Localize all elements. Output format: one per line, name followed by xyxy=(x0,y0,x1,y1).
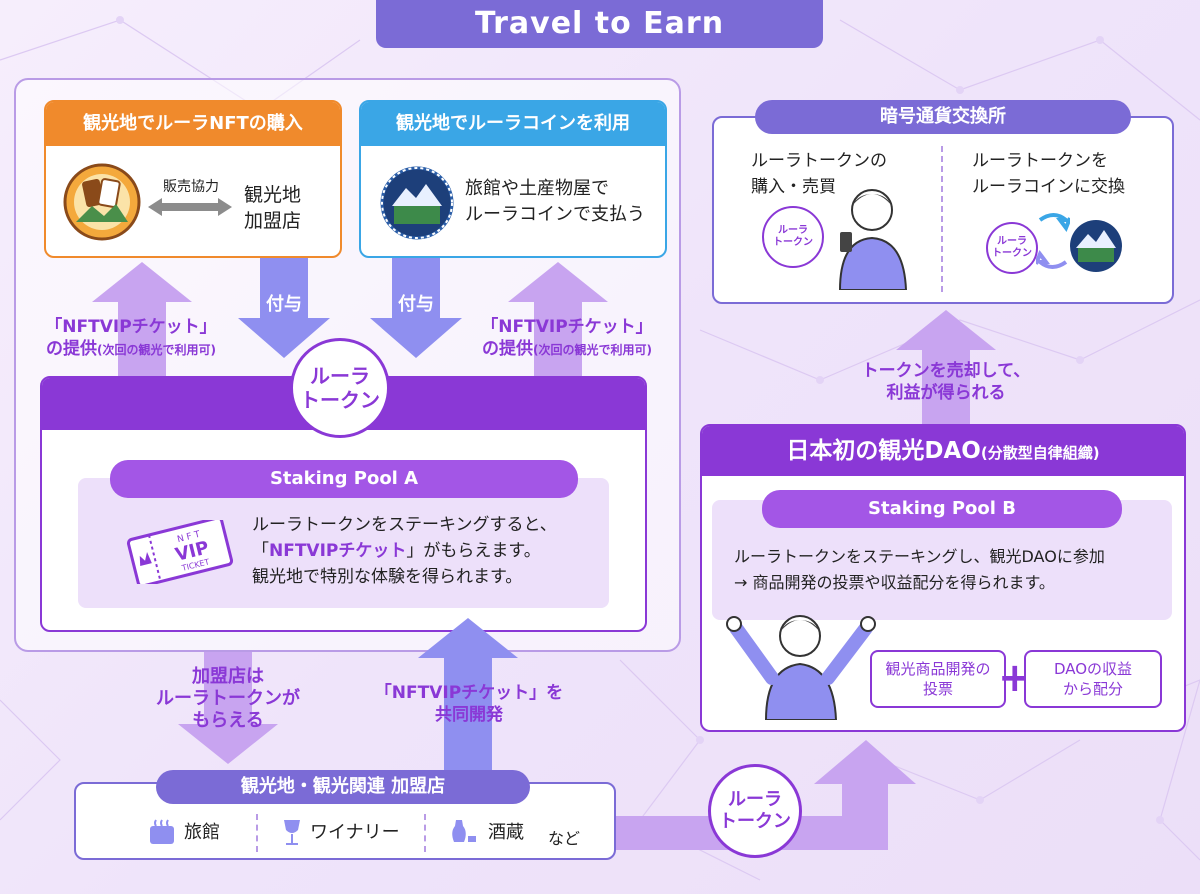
token-badge: ルーラ トークン xyxy=(290,338,390,438)
coin-card-header: 観光地でルーラコインを利用 xyxy=(361,102,665,146)
exchange-bubble: ルーラ トークン xyxy=(762,206,824,268)
exchange-right-text: ルーラトークンを ルーラコインに交換 xyxy=(972,151,1125,197)
coin-usage-text: 旅館や土産物屋で ルーラコインで支払う xyxy=(465,178,645,225)
vip-left-line2: の提供 xyxy=(46,339,97,359)
nft-coin-icon xyxy=(63,163,141,241)
pool-a-label: Staking Pool A xyxy=(110,460,578,498)
token-flow-arrow xyxy=(616,740,916,850)
dao-revenue-box: DAOの収益 から配分 xyxy=(1024,650,1162,708)
exchange-cycle-arrows-icon xyxy=(1036,213,1070,269)
sell-label: トークンを売却して、 利益が得られる xyxy=(861,361,1031,403)
coin-icon xyxy=(380,166,454,240)
exchange-token-coin: ルーラ トークン xyxy=(986,222,1038,274)
dao-line2: → 商品開発の投票や収益配分を得られます。 xyxy=(734,573,1055,592)
partner-ryokan: 旅館 xyxy=(184,822,220,843)
bottom-token-text: ルーラ トークン xyxy=(719,789,791,832)
partners-divider-1 xyxy=(256,814,258,852)
vip-left-small: (次回の観光で利用可) xyxy=(97,343,216,357)
grant-down-arrow-1 xyxy=(238,258,330,358)
exchange-bubble-text: ルーラ トークン xyxy=(773,225,813,248)
person-phone-icon xyxy=(838,189,908,290)
pool-a-line2-em: NFTVIPチケット xyxy=(269,541,407,561)
dao-header-bar: 日本初の観光DAO(分散型自律組織) xyxy=(702,426,1184,476)
bottom-token-badge: ルーラ トークン xyxy=(708,764,802,858)
vip-label-right: 「NFTVIPチケット」 の提供(次回の観光で利用可) xyxy=(454,316,680,361)
exchange-divider xyxy=(941,146,943,292)
vip-left-line2-wrap: の提供(次回の観光で利用可) xyxy=(18,338,244,361)
exchange-coin-icon xyxy=(1070,220,1122,272)
vip-ticket-icon: N F T VIP TICKET xyxy=(126,520,234,584)
pool-a-line1: ルーラトークンをステーキングすると、 xyxy=(252,515,557,535)
exchange-header: 暗号通貨交換所 xyxy=(755,100,1131,134)
pool-a-text: ルーラトークンをステーキングすると、 「NFTVIPチケット」がもらえます。 観… xyxy=(252,512,602,590)
nft-card-header: 観光地でルーラNFTの購入 xyxy=(46,102,340,146)
grant-down-arrow-2 xyxy=(370,258,462,358)
partner-etc: など xyxy=(548,829,581,848)
pool-a-line2-pre: 「 xyxy=(252,541,269,561)
partner-sake: 酒蔵 xyxy=(488,822,524,843)
grant-label-1: 付与 xyxy=(266,294,302,315)
partners-header: 観光地・観光関連 加盟店 xyxy=(156,770,530,804)
dao-text: ルーラトークンをステーキングし、観光DAOに参加 → 商品開発の投票や収益配分を… xyxy=(734,544,1164,596)
pool-a-line2: 「NFTVIPチケット」がもらえます。 xyxy=(252,538,602,564)
vip-up-arrow-left xyxy=(92,262,192,378)
codev-label: 「NFTVIPチケット」を 共同開発 xyxy=(374,683,564,725)
vip-up-arrow-right xyxy=(508,262,608,378)
partner-winery: ワイナリー xyxy=(310,822,400,843)
exchange-token-coin-text: ルーラ トークン xyxy=(992,236,1032,259)
vip-label-left: 「NFTVIPチケット」 の提供(次回の観光で利用可) xyxy=(18,316,244,361)
person-cheering-icon xyxy=(726,615,876,720)
onsen-icon xyxy=(150,819,174,844)
double-arrow-icon xyxy=(148,198,232,216)
partner-store-label: 観光地 加盟店 xyxy=(244,184,302,232)
member-label: 加盟店は ルーラトークンが もらえる xyxy=(156,666,300,731)
wine-glass-icon xyxy=(284,820,300,845)
grant-label-2: 付与 xyxy=(398,294,434,315)
member-down-arrow xyxy=(178,652,278,764)
sell-up-arrow xyxy=(896,310,996,430)
token-badge-text: ルーラ トークン xyxy=(300,364,380,412)
partners-divider-2 xyxy=(424,814,426,852)
page-title: Travel to Earn xyxy=(376,0,823,48)
vip-right-line2-wrap: の提供(次回の観光で利用可) xyxy=(454,338,680,361)
pool-a-line3: 観光地で特別な体験を得られます。 xyxy=(252,567,523,587)
dao-line1: ルーラトークンをステーキングし、観光DAOに参加 xyxy=(734,547,1105,566)
pool-a-line2-post: 」がもらえます。 xyxy=(406,541,541,561)
vip-left-line1: 「NFTVIPチケット」 xyxy=(45,317,217,337)
vip-right-line2: の提供 xyxy=(482,339,533,359)
sake-icon xyxy=(452,820,476,842)
sales-cooperation-label: 販売協力 xyxy=(163,179,219,195)
dao-vote-box: 観光商品開発の 投票 xyxy=(870,650,1006,708)
exchange-left-text: ルーラトークンの 購入・売買 xyxy=(751,151,887,197)
dao-header-small: (分散型自律組織) xyxy=(980,444,1100,462)
pool-b-label: Staking Pool B xyxy=(762,490,1122,528)
vip-right-small: (次回の観光で利用可) xyxy=(533,343,652,357)
vip-right-line1: 「NFTVIPチケット」 xyxy=(481,317,653,337)
codev-up-arrow xyxy=(418,618,518,770)
dao-header-main: 日本初の観光DAO xyxy=(786,438,981,464)
